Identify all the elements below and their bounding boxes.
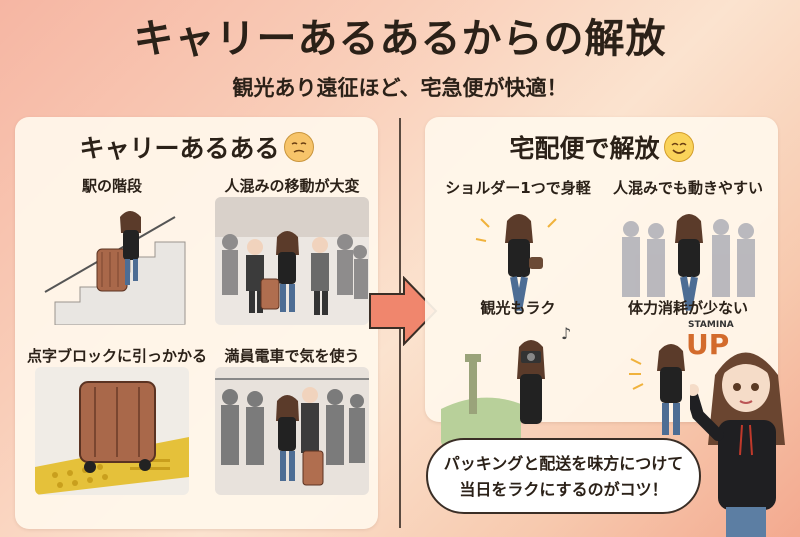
carry-problems-panel: キャリーあるある 駅の階段 — [15, 117, 378, 529]
tactile-paving-illustration — [35, 367, 189, 495]
sightseeing-illustration: ♪ — [441, 319, 595, 447]
benefit-sightseeing: 観光もラク ♪ — [433, 297, 603, 457]
carry-problems-heading: キャリーあるある — [15, 129, 378, 165]
stamina-text: STAMINA — [688, 320, 734, 330]
problem-packed-train: 満員電車で気を使う — [207, 345, 377, 505]
tip-line-1: パッキングと配送を味方につけて — [443, 454, 684, 473]
light-bag-illustration — [441, 199, 595, 327]
benefit-crowd-easy: 人混みでも動きやすい — [603, 177, 773, 337]
up-text: UP — [686, 328, 730, 361]
delivery-benefits-heading: 宅配便で解放 — [425, 129, 778, 165]
carry-problems-title: キャリーあるある — [79, 134, 280, 163]
problem-train-label: 満員電車で気を使う — [224, 347, 360, 365]
svg-text:♪: ♪ — [561, 324, 571, 343]
packed-train-illustration — [215, 367, 369, 495]
crowd-easy-illustration — [611, 199, 765, 327]
problem-stairs-label: 駅の階段 — [81, 177, 142, 195]
problem-tactile-paving: 点字ブロックに引っかかる — [27, 345, 208, 505]
worried-face-icon — [283, 132, 314, 162]
tip-line-2: 当日をラクにするのがコツ！ — [459, 480, 668, 499]
benefit-stamina-label: 体力消耗が少ない — [627, 299, 748, 317]
delivery-benefits-panel: 宅配便で解放 ショルダー1つで身軽 人混みでも動きやすい — [425, 117, 778, 447]
right-arrow-icon — [369, 276, 438, 346]
benefit-stamina: 体力消耗が少ない — [603, 297, 773, 457]
problem-tactile-label: 点字ブロックに引っかかる — [27, 347, 208, 365]
presenter-character — [690, 352, 785, 537]
benefit-crowd-easy-label: 人混みでも動きやすい — [612, 179, 763, 197]
crowd-illustration — [215, 197, 369, 325]
stamina-illustration — [611, 319, 765, 447]
problem-crowd-label: 人混みの移動が大変 — [224, 177, 360, 195]
page-subtitle: 観光あり遠征ほど、宅急便が快適！ — [232, 76, 568, 100]
benefit-light-bag: ショルダー1つで身軽 — [433, 177, 603, 337]
delivery-benefits-title: 宅配便で解放 — [509, 134, 660, 163]
page-title: キャリーあるあるからの解放 — [133, 16, 667, 62]
problem-stairs: 駅の階段 — [27, 175, 197, 335]
benefit-light-bag-label: ショルダー1つで身軽 — [445, 179, 591, 197]
stairs-illustration — [35, 197, 189, 325]
benefit-sightseeing-label: 観光もラク — [480, 299, 556, 317]
smiling-face-icon — [663, 132, 694, 162]
problem-crowd: 人混みの移動が大変 — [207, 175, 377, 335]
tip-speech-bubble: パッキングと配送を味方につけて 当日をラクにするのがコツ！ — [426, 438, 701, 514]
